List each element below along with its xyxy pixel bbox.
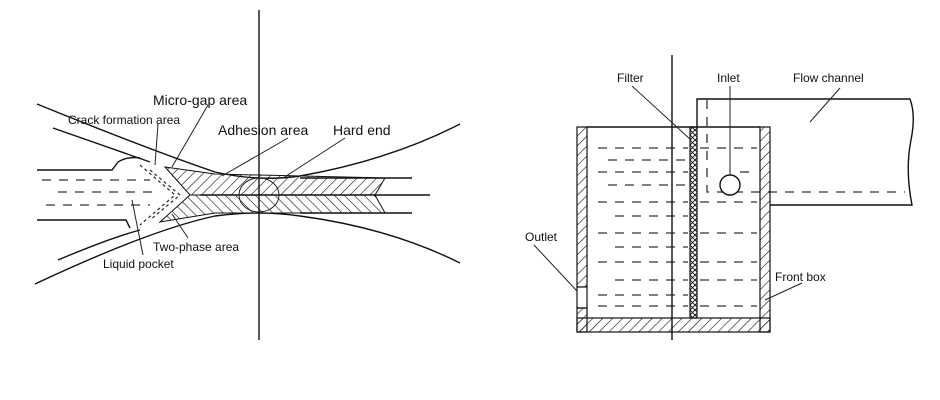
label-two-phase-area: Two-phase area bbox=[153, 240, 239, 254]
strip-top-in bbox=[37, 156, 141, 171]
inlet-circle bbox=[719, 174, 741, 196]
outlet-opening bbox=[576, 286, 588, 309]
label-micro-gap-area: Micro-gap area bbox=[153, 92, 247, 108]
leader-lines bbox=[131, 104, 346, 256]
neutral-point-circle bbox=[238, 177, 280, 213]
label-flow-channel: Flow channel bbox=[793, 71, 864, 85]
right-wall bbox=[759, 126, 771, 333]
liquid-pool bbox=[42, 164, 182, 226]
flow-channel-inner bbox=[706, 100, 905, 193]
label-outlet: Outlet bbox=[525, 230, 558, 244]
label-front-box: Front box bbox=[775, 270, 826, 284]
liquid bbox=[598, 147, 757, 307]
label-crack-formation-area: Crack formation area bbox=[68, 113, 180, 127]
upper-roll-edge bbox=[52, 127, 151, 163]
label-liquid-pocket: Liquid pocket bbox=[103, 257, 174, 271]
lower-roll-edge bbox=[57, 229, 141, 261]
flow-channel bbox=[696, 98, 914, 206]
label-adhesion-area: Adhesion area bbox=[218, 122, 309, 138]
filter bbox=[689, 126, 698, 319]
solid-zone-lower bbox=[158, 194, 386, 223]
lower-roll bbox=[34, 212, 461, 285]
label-filter: Filter bbox=[617, 71, 644, 85]
left-wall bbox=[576, 126, 588, 288]
leader-lines-right bbox=[533, 85, 841, 301]
box-bottom bbox=[576, 317, 771, 333]
solid-zone-upper bbox=[163, 166, 386, 196]
strip-bottom-in bbox=[37, 219, 131, 229]
front-box-diagram: Filter Inlet Flow channel Outlet Front b… bbox=[525, 55, 914, 340]
label-hard-end: Hard end bbox=[333, 122, 391, 138]
label-inlet: Inlet bbox=[717, 71, 740, 85]
rolling-diagram: Micro-gap area Crack formation area Adhe… bbox=[34, 10, 461, 340]
